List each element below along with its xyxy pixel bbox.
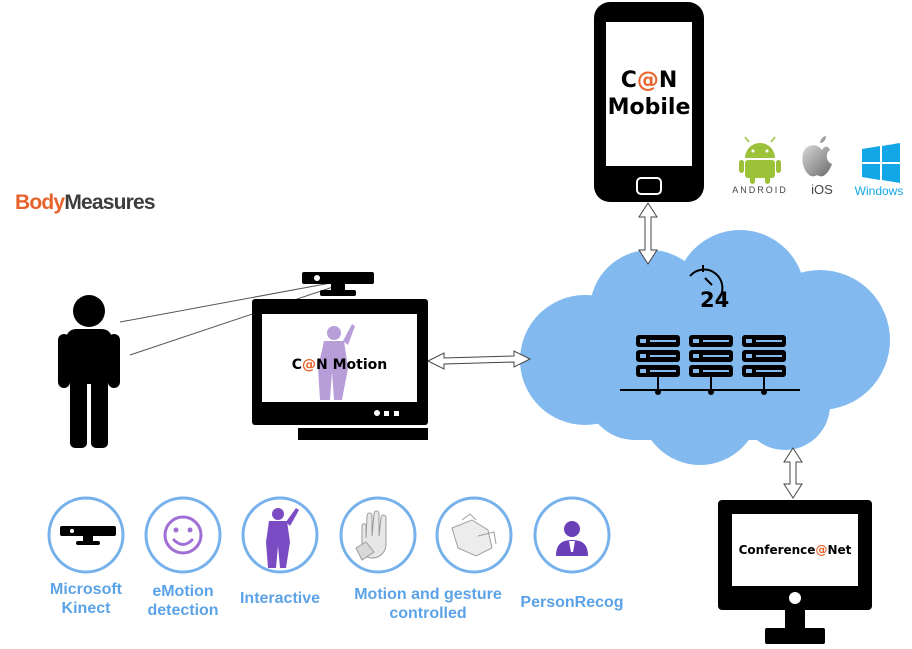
feature-label-interactive: Interactive <box>230 589 330 608</box>
phone-title-line-2: Mobile <box>607 95 691 120</box>
phone-cloud-link-arrow <box>638 202 658 265</box>
person-recognition-icon <box>556 521 588 556</box>
feature-label-kinect-line-2: Kinect <box>61 600 111 617</box>
sightline <box>119 281 337 356</box>
android-label: ANDROID <box>732 185 788 195</box>
cloud-monitor-link-arrow <box>783 447 803 499</box>
feature-label-emotion: eMotion detection <box>133 582 233 620</box>
ios-label: iOS <box>811 182 833 197</box>
bodymeasures-logo: BodyMeasures <box>15 191 156 215</box>
user-silhouette-on-screen-icon <box>318 324 355 400</box>
windows-logo-icon <box>862 143 900 183</box>
feature-label-motion-line-1: Motion and gesture <box>354 586 502 603</box>
feature-label-motion: Motion and gesture controlled <box>333 585 523 623</box>
hands-icon <box>451 513 497 557</box>
feature-icons-row <box>47 496 611 574</box>
person-silhouette-icon <box>58 295 120 448</box>
phone-title-line-1: C@N <box>620 68 678 93</box>
feature-label-interactive-line-1: Interactive <box>239 590 321 607</box>
person-waving-icon <box>266 508 299 568</box>
kinect-sensor-icon <box>60 526 116 545</box>
monitor-title: Conference@Net <box>738 543 852 557</box>
cloud <box>520 230 890 465</box>
tv-cloud-link-arrow <box>426 350 532 370</box>
feature-label-motion-line-2: controlled <box>389 605 467 622</box>
feature-label-emotion-line-1: eMotion <box>152 583 214 600</box>
tv-device <box>252 299 428 440</box>
brand-part-1: Body <box>15 191 65 214</box>
server-rack-icon <box>620 335 800 395</box>
android-logo-icon <box>739 136 781 184</box>
feature-label-emotion-line-2: detection <box>147 602 219 619</box>
clock-24-icon <box>689 265 724 301</box>
desktop-monitor <box>718 500 872 644</box>
feature-label-kinect-line-1: Microsoft <box>50 581 122 598</box>
tv-title: C@N Motion <box>291 357 388 373</box>
brand-part-2: Measures <box>64 191 155 214</box>
kinect-sensor <box>302 272 374 296</box>
hand-gesture-icon <box>355 510 387 561</box>
cloud-badge-24: 24 <box>700 288 730 312</box>
feature-label-kinect: Microsoft Kinect <box>36 580 136 618</box>
feature-label-personrecog: PersonRecog <box>512 593 632 612</box>
feature-label-personrecog-line-1: PersonRecog <box>520 594 624 611</box>
smartphone-device <box>594 2 704 202</box>
apple-logo-icon <box>802 136 832 177</box>
windows-label: Windows <box>854 184 904 198</box>
smiley-face-icon <box>163 515 203 555</box>
